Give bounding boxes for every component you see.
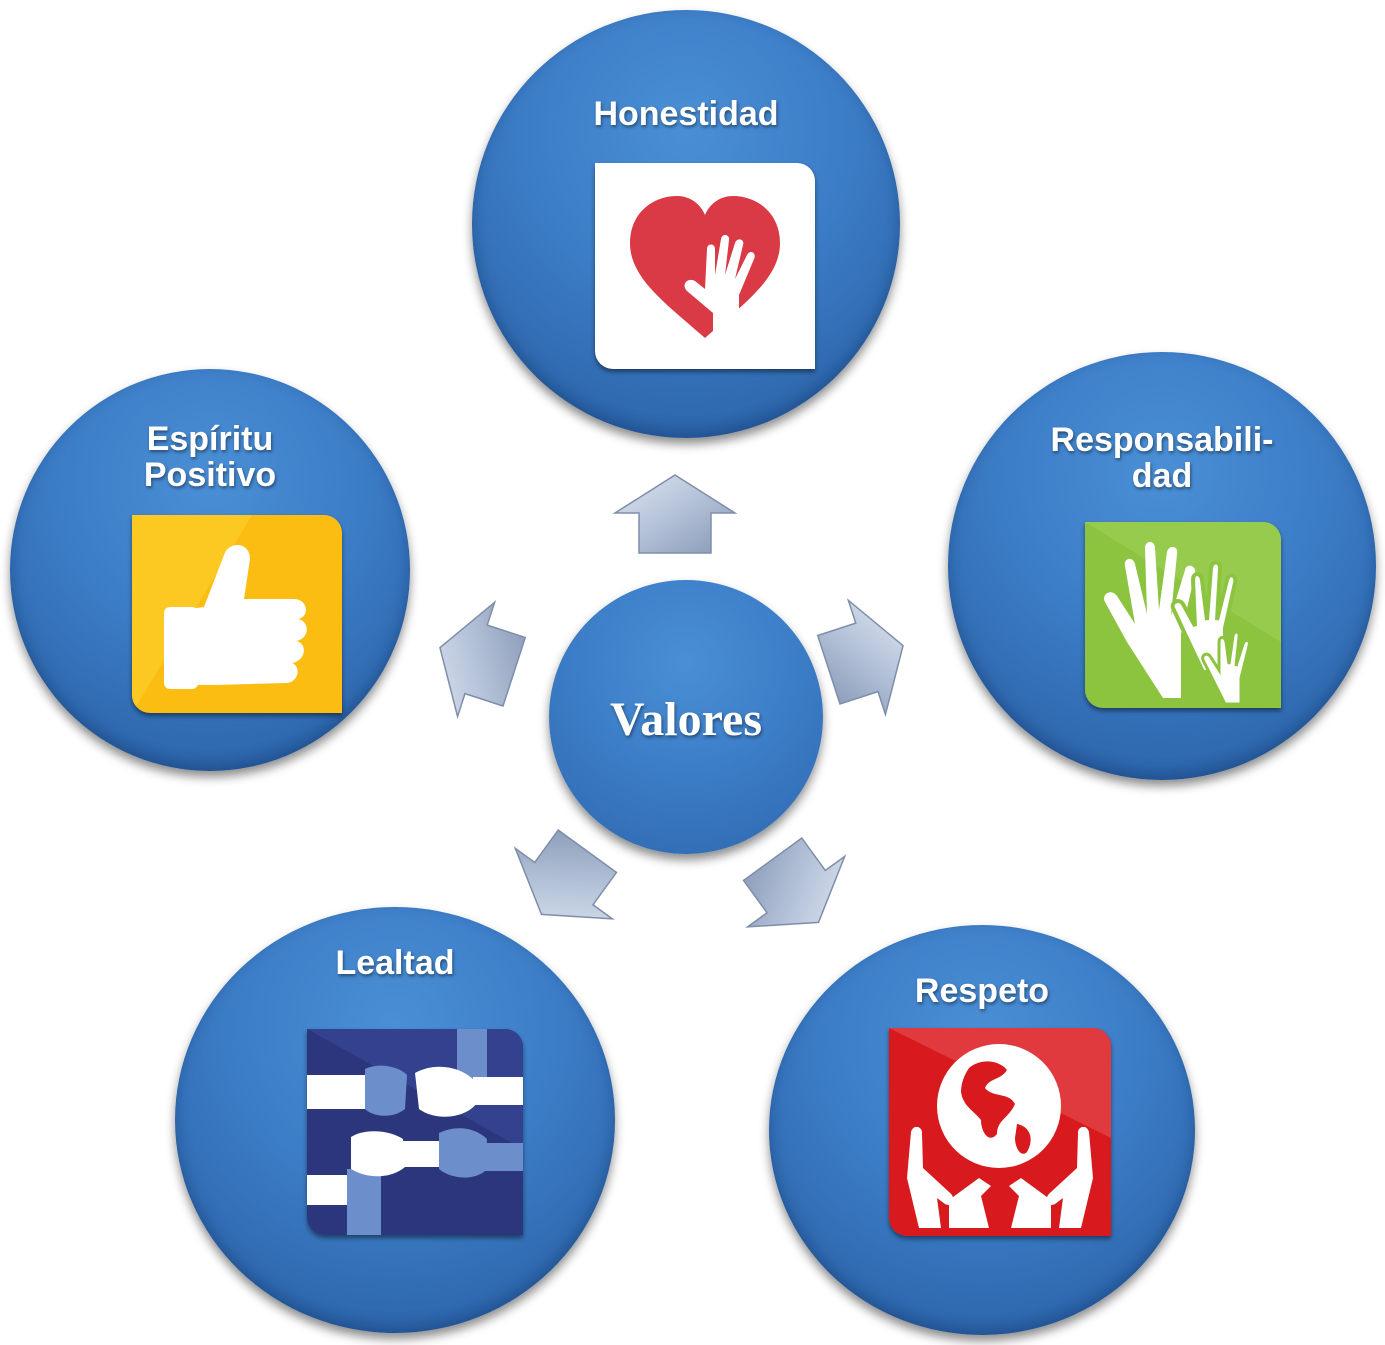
arrow-lower-left (513, 829, 618, 920)
value-node-respeto: Respeto (769, 925, 1195, 1335)
center-node: Valores (549, 580, 823, 854)
arrow-up (612, 474, 738, 554)
value-node-espiritu-positivo: Espíritu Positivo (10, 369, 410, 771)
globe-in-hands-icon (889, 1028, 1111, 1236)
value-node-honestidad: Honestidad (472, 10, 900, 438)
value-label-lealtad: Lealtad (335, 944, 455, 982)
value-label-respeto: Respeto (914, 972, 1050, 1010)
arrow-upper-right (816, 598, 904, 718)
joined-hands-icon (307, 1029, 523, 1235)
center-label: Valores (609, 693, 762, 746)
hands-icon (1085, 522, 1281, 708)
value-node-responsabilidad: Responsabili- dad (948, 352, 1376, 780)
value-node-lealtad: Lealtad (175, 907, 615, 1333)
arrow-upper-left (439, 600, 527, 720)
arrow-lower-right (742, 837, 847, 928)
heart-hand-icon (595, 163, 815, 369)
value-label-responsabilidad: Responsabili- dad (1050, 421, 1274, 495)
value-label-honestidad: Honestidad (593, 95, 779, 133)
thumbs-up-icon (132, 515, 342, 713)
value-label-espiritu-positivo: Espíritu Positivo (143, 420, 277, 494)
